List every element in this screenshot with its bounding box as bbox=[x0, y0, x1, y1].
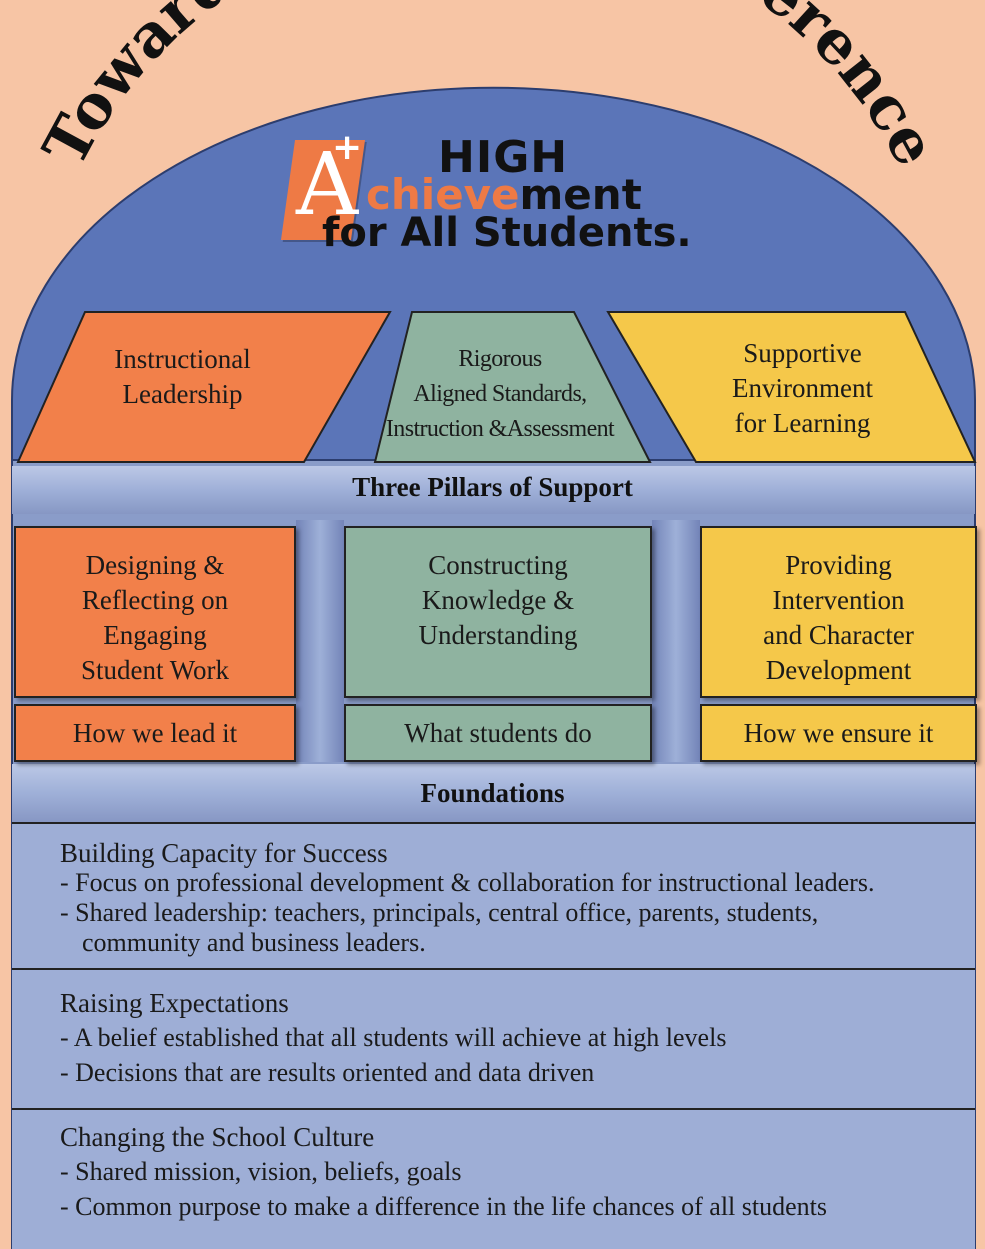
logo-high-text: HIGH bbox=[438, 132, 569, 183]
foundation-item: - Shared mission, vision, beliefs, goals bbox=[60, 1157, 462, 1186]
text-line: Instructional bbox=[114, 344, 251, 374]
shape-rigorous-standards bbox=[373, 311, 652, 463]
shape-supportive-environment bbox=[606, 311, 977, 463]
how-we-ensure-it-box: How we ensure it bbox=[700, 704, 977, 762]
logo-achieve-part: chieve bbox=[366, 170, 520, 219]
text-line: Designing & bbox=[85, 550, 225, 580]
text-line: Environment bbox=[732, 373, 873, 403]
foundations-label: Foundations bbox=[420, 778, 565, 808]
foundation-item: - Shared leadership: teachers, principal… bbox=[60, 898, 819, 927]
foundation-item: - Decisions that are results oriented an… bbox=[60, 1058, 595, 1087]
how-we-lead-it-box: How we lead it bbox=[14, 704, 296, 762]
text-line: Intervention bbox=[772, 585, 905, 615]
foundation-school-culture: Changing the School Culture - Shared mis… bbox=[12, 1108, 975, 1249]
logo-for-all-students: for All Students. bbox=[322, 210, 692, 256]
foundations-band bbox=[12, 764, 975, 822]
foundation-title: Building Capacity for Success bbox=[60, 838, 388, 868]
text-line: Providing bbox=[785, 550, 892, 580]
logo-a-letter: A bbox=[296, 135, 359, 235]
pillar-providing: Providing Intervention and Character Dev… bbox=[700, 526, 977, 698]
rigorous-standards-label: Rigorous Aligned Standards, Instruction … bbox=[370, 342, 630, 447]
pillar-designing: Designing & Reflecting on Engaging Stude… bbox=[14, 526, 296, 698]
text-line: Student Work bbox=[80, 655, 230, 685]
foundation-raising-expectations: Raising Expectations - A belief establis… bbox=[12, 968, 975, 1108]
text-line: Aligned Standards, bbox=[413, 381, 587, 407]
supportive-environment-label: Supportive Environment for Learning bbox=[700, 336, 905, 441]
three-pillars-label: Three Pillars of Support bbox=[352, 472, 633, 502]
foundation-item: - Focus on professional development & co… bbox=[60, 868, 875, 897]
logo-plus-sign: + bbox=[332, 127, 363, 168]
foundation-item: - A belief established that all students… bbox=[60, 1023, 727, 1052]
pillar-gap-left bbox=[296, 520, 344, 762]
logo-ment-part: ment bbox=[519, 170, 642, 219]
foundation-item: - Common purpose to make a difference in… bbox=[60, 1192, 827, 1221]
text-line: Development bbox=[765, 655, 912, 685]
text-line: Understanding bbox=[418, 620, 578, 650]
text-line: Constructing bbox=[428, 550, 568, 580]
text-line: and Character bbox=[763, 620, 914, 650]
text-line: Supportive bbox=[743, 338, 862, 368]
text-line: for Learning bbox=[734, 408, 871, 438]
text-line: Rigorous bbox=[458, 346, 542, 372]
instructional-leadership-label: Instructional Leadership bbox=[90, 342, 275, 412]
foundation-item: community and business leaders. bbox=[82, 928, 426, 957]
high-achievement-logo: A + HIGH chievement for All Students. bbox=[280, 127, 708, 256]
pillar-constructing: Constructing Knowledge & Understanding bbox=[344, 526, 652, 698]
pillars-band bbox=[12, 466, 975, 514]
foundation-title: Changing the School Culture bbox=[60, 1122, 375, 1152]
pillar-gap-right bbox=[652, 520, 700, 762]
shape-instructional-leadership bbox=[16, 311, 392, 463]
text-line: Knowledge & bbox=[421, 585, 575, 615]
what-students-do-box: What students do bbox=[344, 704, 652, 762]
foundation-building-capacity: Building Capacity for Success - Focus on… bbox=[12, 822, 975, 968]
logo-achievement-text: chievement bbox=[366, 170, 642, 219]
text-line: Instruction &Assessment bbox=[385, 416, 615, 442]
text-line: Engaging bbox=[103, 620, 207, 650]
text-line: Reflecting on bbox=[81, 585, 229, 615]
foundation-title: Raising Expectations bbox=[60, 988, 289, 1018]
text-line: Leadership bbox=[122, 379, 243, 409]
